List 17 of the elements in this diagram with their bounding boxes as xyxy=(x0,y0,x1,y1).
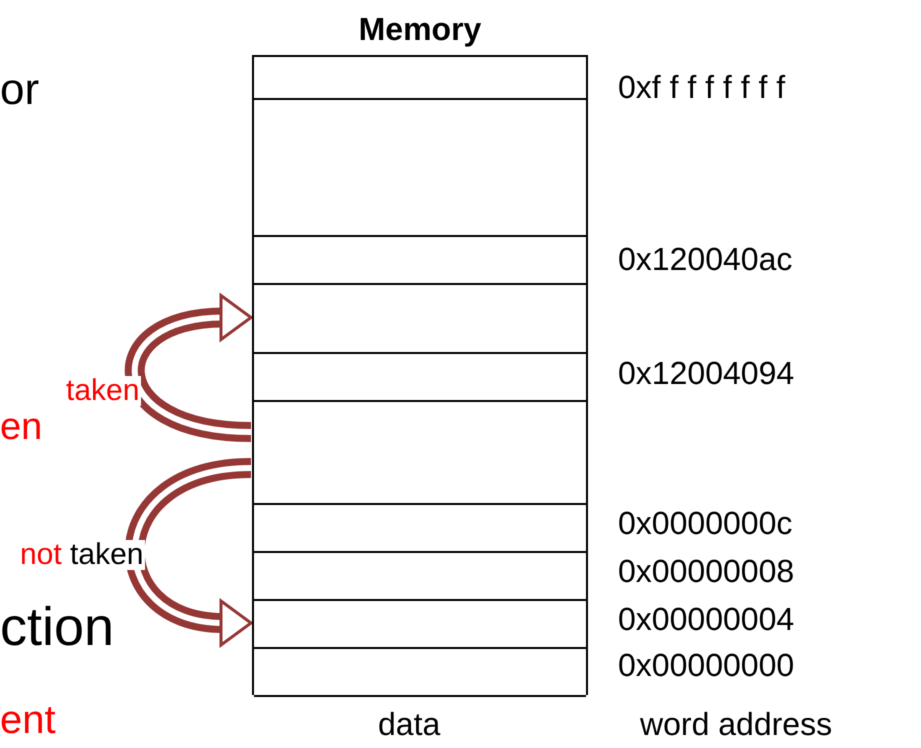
text-label: ction xyxy=(0,600,114,654)
address-label: 0x120040ac xyxy=(618,243,792,275)
text-label: word address xyxy=(640,708,832,740)
text-label: ent xyxy=(0,700,56,740)
text-label: en xyxy=(0,408,42,446)
address-label: 0x00000000 xyxy=(618,649,794,681)
address-label: 0x00000008 xyxy=(618,555,794,587)
curved-arrow xyxy=(125,292,254,442)
address-label: 0x0000000c xyxy=(618,507,792,539)
text-label: or xyxy=(0,68,40,112)
curved-arrow xyxy=(125,458,254,648)
edge-label: taken xyxy=(64,376,142,406)
address-label: 0xf f f f f f f f xyxy=(618,70,786,102)
text-label: data xyxy=(378,708,440,740)
address-label: 0x12004094 xyxy=(618,357,794,389)
memory-title: Memory xyxy=(358,10,482,49)
address-label: 0x00000004 xyxy=(618,603,794,635)
